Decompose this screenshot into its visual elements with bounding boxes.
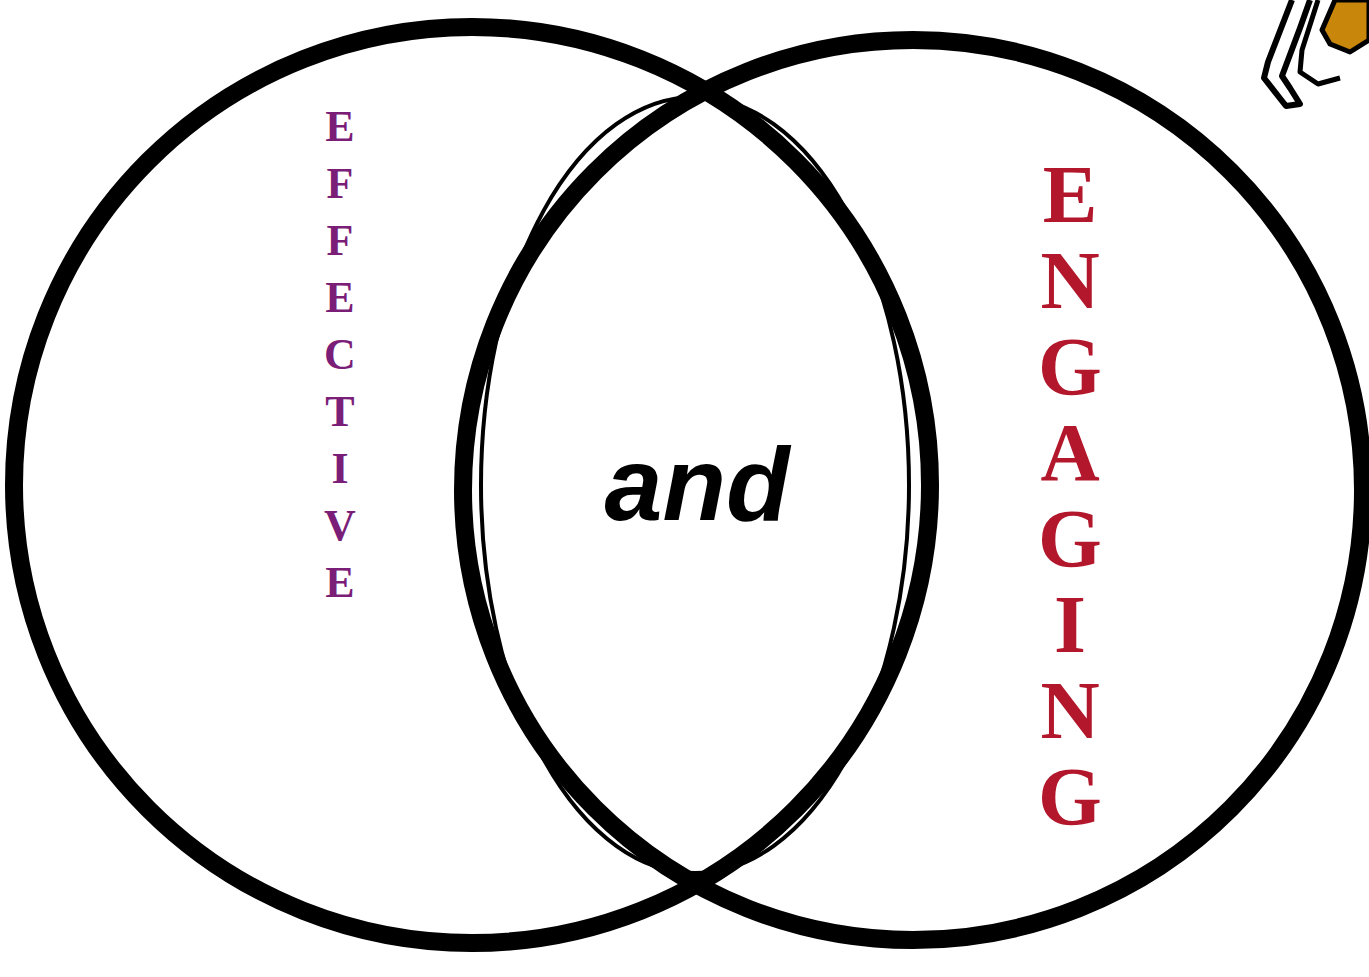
right-circle-stroke: [463, 40, 1363, 940]
right-circle-outline: [452, 29, 1369, 951]
text-slot: EFFECTIVE: [318, 98, 362, 611]
vertical-word: ENGAGING: [1029, 152, 1111, 840]
figure-leg-inner: [1300, 0, 1340, 84]
figure-boot: [1322, 0, 1369, 52]
right-circle: ENGAGING: [452, 29, 1369, 951]
text-slot: ENGAGING: [1029, 152, 1111, 840]
vertical-word: EFFECTIVE: [318, 98, 362, 611]
figure-fragment: [1264, 0, 1369, 106]
text-slot: and: [605, 425, 790, 545]
connector-word: and: [605, 425, 790, 545]
